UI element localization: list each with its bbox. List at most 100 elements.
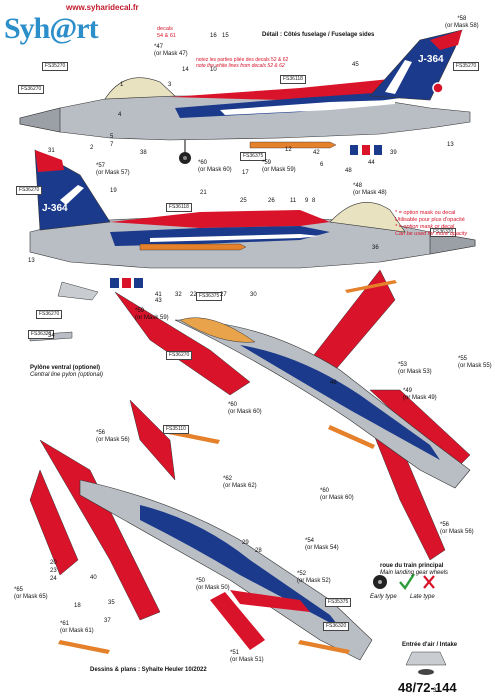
fs-label: FS35270 [453, 62, 480, 71]
part-number: 19 [110, 188, 117, 194]
mask-callout: *58 (or Mask 58) [445, 16, 479, 29]
part-number: 5 [110, 134, 114, 140]
note-fr: notez les parties pliée des decals 52 & … [196, 57, 289, 63]
part-number: 11 [290, 198, 297, 204]
mask-callout: *62 (or Mask 62) [223, 476, 257, 489]
part-number: 34 [48, 333, 55, 339]
part-number: 2 [90, 145, 94, 151]
part-number: 37 [104, 618, 111, 624]
part-number: 41 [155, 292, 162, 298]
part-number: 24 [50, 576, 57, 582]
wheels-en: Main landing gear wheels [380, 570, 449, 576]
pylon-part [57, 281, 99, 301]
top-view [114, 269, 471, 561]
mask-callout: *56 (or Mask 56) [96, 430, 130, 443]
fs-label: FS36270 [166, 351, 193, 360]
fs-label: FS36375 [196, 292, 223, 301]
mask-callout: *54 (or Mask 54) [305, 538, 339, 551]
mask-callout: *48 (or Mask 48) [353, 183, 387, 196]
fs-label: FS36270 [16, 186, 43, 195]
tail-code-bottom: J-364 [42, 203, 68, 214]
part-number: 4 [118, 112, 122, 118]
part-number: 8 [312, 198, 316, 204]
bottom-view [29, 399, 373, 661]
fs-label: FS36375 [240, 152, 267, 161]
brand-website: www.syharidecal.fr [66, 3, 139, 12]
mask-callout: *60 (or Mask 60) [320, 488, 354, 501]
fs-label: FS36320 [323, 622, 350, 631]
intake-label: Entrée d'air / Intake [402, 642, 458, 648]
part-number: 13 [28, 258, 35, 264]
mask-callout: *56 (or Mask 56) [440, 522, 474, 535]
details-title: Détail : Côtés fuselage / Fuselage sides [262, 32, 375, 38]
part-number: 14 [182, 67, 189, 73]
part-number: 36 [372, 245, 379, 251]
mask-callout: *47 (or Mask 47) [154, 44, 188, 57]
part-number: 44 [368, 160, 375, 166]
late-type-label: Late type [410, 594, 435, 600]
wheels-fr: roue du train principal [380, 563, 444, 569]
mask-callout: *57 (or Mask 57) [96, 163, 130, 176]
part-number: 15 [222, 33, 229, 39]
mask-callout: *65 (or Mask 65) [14, 587, 48, 600]
part-number: 3 [168, 82, 172, 88]
part-number: 17 [242, 170, 249, 176]
mask-callout: *59 (or Mask 59) [135, 308, 169, 321]
part-number: 16 [210, 33, 217, 39]
mask-callout: *60 (or Mask 60) [198, 160, 232, 173]
scale-code: 48/72-144 [398, 680, 457, 695]
intake-part [405, 651, 447, 666]
mask-callout: *49 (or Mask 49) [403, 388, 437, 401]
part-number: 6 [320, 162, 324, 168]
mask-callout: *51 (or Mask 51) [230, 650, 264, 663]
fs-label: FS35375 [325, 598, 352, 607]
side-view-left [19, 29, 471, 164]
fs-label: FS36270 [18, 85, 45, 94]
part-number: 18 [74, 603, 81, 609]
option-mask-fr: * = option mask ou decal Utilisable pour… [395, 210, 465, 223]
part-number: 7 [110, 142, 114, 148]
part-number: 9 [305, 198, 309, 204]
mask-callout: *52 (or Mask 52) [297, 571, 331, 584]
part-number: 42 [313, 150, 320, 156]
part-number: 26 [268, 198, 275, 204]
brand-main: Syh@rt [4, 12, 99, 45]
early-type-label: Early type [370, 594, 397, 600]
side-view-right [29, 149, 476, 288]
part-number: 31 [48, 148, 55, 154]
mask-callout: *53 (or Mask 53) [398, 362, 432, 375]
mask-callout: *60 (or Mask 60) [228, 402, 262, 415]
part-number: 33 [433, 688, 440, 694]
mask-callout: *50 (or Mask 50) [196, 578, 230, 591]
mask-callout: *61 (or Mask 61) [60, 621, 94, 634]
part-number: 45 [352, 62, 359, 68]
pylon-en: Central line pylon (optional) [30, 372, 104, 378]
part-number: 23 [50, 568, 57, 574]
part-number: 28 [255, 548, 262, 554]
fs-label: FS35110 [163, 425, 189, 434]
part-number: 20 [50, 560, 57, 566]
part-number: 21 [200, 190, 207, 196]
decals-ref: decals 54 & 61 [157, 26, 176, 39]
part-number: 13 [447, 142, 454, 148]
part-number: 1 [120, 82, 124, 88]
mask-callout: *55 (or Mask 55) [458, 356, 492, 369]
part-number: 12 [285, 147, 292, 153]
part-number: 38 [140, 150, 147, 156]
note-en: note the white lines from decals 52 & 62 [196, 63, 285, 69]
part-number: 27 [220, 292, 227, 298]
check-icon [399, 573, 416, 591]
part-number: 35 [108, 600, 115, 606]
cross-icon [423, 575, 435, 589]
mask-callout: *59 (or Mask 59) [262, 160, 296, 173]
fs-label: FS35270 [42, 62, 69, 71]
brand-logo: www.syharidecal.fr Syh@rt [4, 2, 139, 50]
fs-label: FS36118 [280, 75, 306, 84]
part-number: 43 [155, 298, 162, 304]
part-number: 10 [210, 67, 217, 73]
fs-label: FS36118 [166, 203, 192, 212]
part-number: 40 [90, 575, 97, 581]
fs-label: FS36320 [28, 330, 55, 339]
part-number: 46 [330, 380, 337, 386]
